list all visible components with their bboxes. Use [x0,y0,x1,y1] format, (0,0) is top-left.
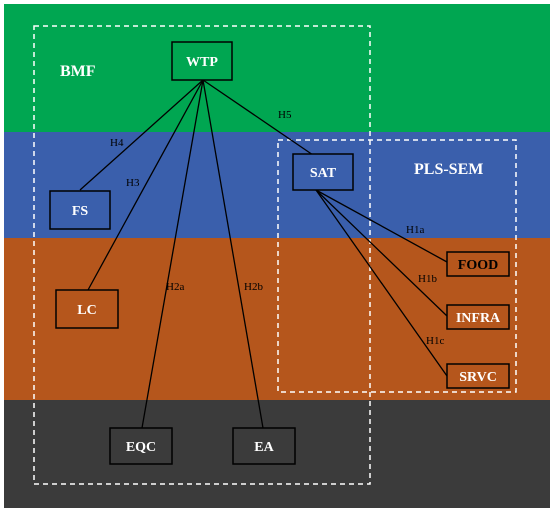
node-fs: FS [49,190,111,230]
node-srvc: SRVC [446,363,510,389]
node-fs-label: FS [72,204,89,219]
edge-label-h4: H4 [110,137,124,149]
node-food-label: FOOD [458,258,498,273]
bmf-group-box [33,25,371,485]
edge-wtp-fs [79,79,204,191]
edge-wtp-eqc [141,79,204,429]
edge-label-h1c: H1c [426,335,444,347]
node-ea: EA [232,427,296,465]
node-eqc-label: EQC [126,440,156,455]
edge-wtp-sat [202,79,314,156]
edge-layer [79,79,448,429]
plssem-group-box [277,139,517,393]
plssem-label: PLS-SEM [414,161,483,178]
node-srvc-label: SRVC [459,370,497,385]
edge-label-h1a: H1a [406,224,424,236]
edge-wtp-lc [87,79,204,291]
node-sat-label: SAT [310,166,337,181]
node-eqc: EQC [109,427,173,465]
edge-wtp-ea [202,79,264,429]
node-lc-label: LC [77,303,96,318]
edge-label-h2a: H2a [166,281,184,293]
edge-sat-food [315,189,448,263]
bmf-label: BMF [60,63,96,80]
edge-sat-infra [315,189,448,317]
node-wtp: WTP [171,41,233,81]
edge-sat-srvc [315,189,448,377]
node-food: FOOD [446,251,510,277]
node-lc: LC [55,289,119,329]
node-wtp-label: WTP [186,55,218,70]
edge-label-h5: H5 [278,109,292,121]
node-infra: INFRA [446,304,510,330]
edge-label-h1b: H1b [418,273,437,285]
edge-label-h3: H3 [126,177,140,189]
node-ea-label: EA [254,440,274,455]
edge-label-h2b: H2b [244,281,263,293]
node-sat: SAT [292,153,354,191]
node-infra-label: INFRA [456,311,501,326]
